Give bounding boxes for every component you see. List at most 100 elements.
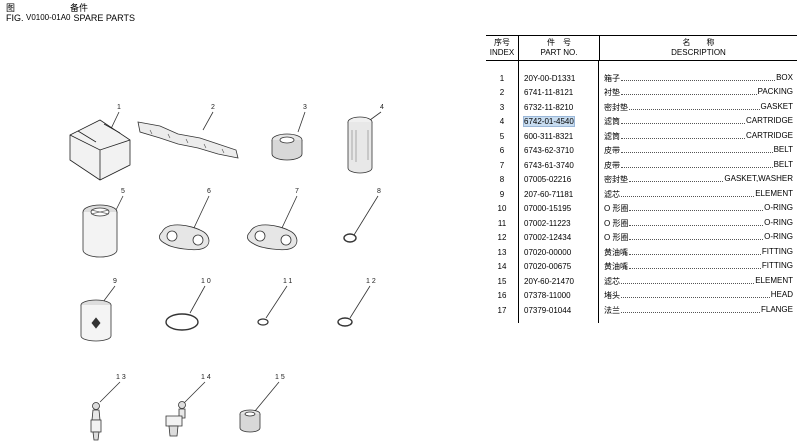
row-part-no[interactable]: 20Y-60-21470 bbox=[518, 277, 598, 286]
part-no-text[interactable]: 6741-11-8121 bbox=[524, 88, 574, 98]
row-part-no[interactable]: 6732-11-8210 bbox=[518, 103, 598, 112]
parts-illustration: 1 2 3 4 5 6 7 8 9 10 11 12 13 14 15 bbox=[69, 104, 384, 441]
row-part-no[interactable]: 207-60-71181 bbox=[518, 190, 598, 199]
table-header: 序号 INDEX 件 号 PART NO. 名 称 DESCRIPTION bbox=[486, 35, 797, 61]
fig-code: V0100-01A0 bbox=[26, 13, 71, 22]
part-no-text[interactable]: 20Y-00-D1331 bbox=[524, 73, 576, 83]
leader-11 bbox=[265, 285, 288, 319]
row-part-no[interactable]: 6742-01-4540 bbox=[518, 116, 598, 128]
part-no-text[interactable]: 07002-11223 bbox=[524, 218, 571, 228]
leader-dots bbox=[629, 203, 764, 212]
leader-dots bbox=[621, 290, 770, 299]
part-no-text[interactable]: 07000-15195 bbox=[524, 204, 572, 214]
desc-cn: 黄油嘴 bbox=[604, 247, 628, 257]
row-part-no[interactable]: 6741-11-8121 bbox=[518, 88, 598, 97]
desc-cn: O 形圈 bbox=[604, 233, 629, 243]
leader-dots bbox=[621, 276, 755, 284]
table-row: 13 07020-00000 黄油嘴 FITTING bbox=[486, 245, 797, 260]
row-part-no[interactable]: 6743-62-3710 bbox=[518, 146, 598, 155]
part-no-text[interactable]: 20Y-60-21470 bbox=[524, 276, 574, 286]
row-index: 17 bbox=[497, 305, 507, 315]
leader-15 bbox=[254, 381, 280, 412]
title-en: SPARE PARTS bbox=[73, 13, 136, 23]
part-no-text[interactable]: 6732-11-8210 bbox=[524, 102, 574, 112]
row-part-no[interactable]: 07005-02216 bbox=[518, 175, 598, 184]
desc-cn: 滤芯 bbox=[604, 276, 620, 286]
belt-part-6 bbox=[158, 224, 210, 251]
part-no-text[interactable]: 07378-11000 bbox=[524, 291, 571, 301]
row-part-no[interactable]: 600-311-8321 bbox=[518, 132, 598, 141]
leader-dots bbox=[629, 218, 764, 226]
desc-cn: 皮带 bbox=[604, 160, 620, 170]
callout-8: 8 bbox=[377, 188, 381, 195]
row-index: 10 bbox=[497, 204, 507, 214]
leader-13 bbox=[99, 381, 121, 403]
part-no-text[interactable]: 6742-01-4540 bbox=[523, 116, 575, 128]
desc-cn: 滤筒 bbox=[604, 131, 620, 141]
row-index: 13 bbox=[497, 247, 507, 257]
row-part-no[interactable]: 07002-11223 bbox=[518, 219, 598, 228]
fitting-part-13 bbox=[90, 402, 102, 441]
leader-dots bbox=[621, 131, 746, 139]
row-index: 7 bbox=[499, 160, 505, 170]
figure-header: 图 备件 FIG. V0100-01A0 SPARE PARTS bbox=[6, 3, 135, 23]
part-no-text[interactable]: 600-311-8321 bbox=[524, 131, 574, 141]
part-no-text[interactable]: 07020-00675 bbox=[524, 262, 572, 272]
desc-en: FITTING bbox=[761, 246, 793, 256]
leader-dots bbox=[621, 145, 773, 154]
part-no-text[interactable]: 07002-12434 bbox=[524, 233, 572, 243]
leader-10 bbox=[189, 285, 206, 314]
desc-en: FITTING bbox=[761, 261, 793, 271]
desc-en: GASKET,WASHER bbox=[724, 174, 793, 184]
parts-table: 序号 INDEX 件 号 PART NO. 名 称 DESCRIPTION 1 2… bbox=[486, 35, 797, 322]
row-part-no[interactable]: 07020-00000 bbox=[518, 248, 598, 257]
part-no-text[interactable]: 6743-62-3710 bbox=[524, 146, 574, 156]
desc-en: ELEMENT bbox=[755, 188, 793, 198]
col-part-cn: 件 号 bbox=[547, 38, 571, 47]
callout-7: 7 bbox=[295, 188, 299, 195]
part-no-text[interactable]: 6743-61-3740 bbox=[524, 160, 574, 170]
part-no-text[interactable]: 07020-00000 bbox=[524, 247, 572, 257]
callout-4: 4 bbox=[380, 104, 384, 111]
row-index: 9 bbox=[499, 189, 505, 199]
o-ring-part-11 bbox=[257, 318, 269, 326]
leader-dots bbox=[629, 261, 761, 270]
part-no-text[interactable]: 07005-02216 bbox=[524, 175, 572, 185]
leader-14 bbox=[183, 381, 206, 404]
row-part-no[interactable]: 07378-11000 bbox=[518, 291, 598, 300]
row-part-no[interactable]: 20Y-00-D1331 bbox=[518, 74, 598, 83]
belt-part-7 bbox=[246, 224, 298, 251]
fig-label-en: FIG. bbox=[6, 13, 24, 23]
row-index: 3 bbox=[499, 102, 505, 112]
row-index: 5 bbox=[499, 131, 505, 141]
row-part-no[interactable]: 07000-15195 bbox=[518, 204, 598, 213]
row-part-no[interactable]: 07002-12434 bbox=[518, 233, 598, 242]
row-part-no[interactable]: 07020-00675 bbox=[518, 262, 598, 271]
callout-15: 15 bbox=[275, 374, 287, 381]
desc-en: BELT bbox=[773, 145, 793, 155]
row-index: 4 bbox=[499, 117, 505, 127]
leader-4 bbox=[369, 111, 382, 121]
leader-dots bbox=[629, 102, 760, 110]
row-index: 1 bbox=[499, 73, 505, 83]
row-part-no[interactable]: 07379-01044 bbox=[518, 306, 598, 315]
col-index-en: INDEX bbox=[489, 48, 515, 57]
row-index: 14 bbox=[497, 262, 507, 272]
row-part-no[interactable]: 6743-61-3740 bbox=[518, 161, 598, 170]
col-part-en: PART NO. bbox=[540, 48, 578, 57]
part-no-text[interactable]: 07379-01044 bbox=[524, 305, 572, 315]
part-no-text[interactable]: 207-60-71181 bbox=[524, 189, 574, 199]
